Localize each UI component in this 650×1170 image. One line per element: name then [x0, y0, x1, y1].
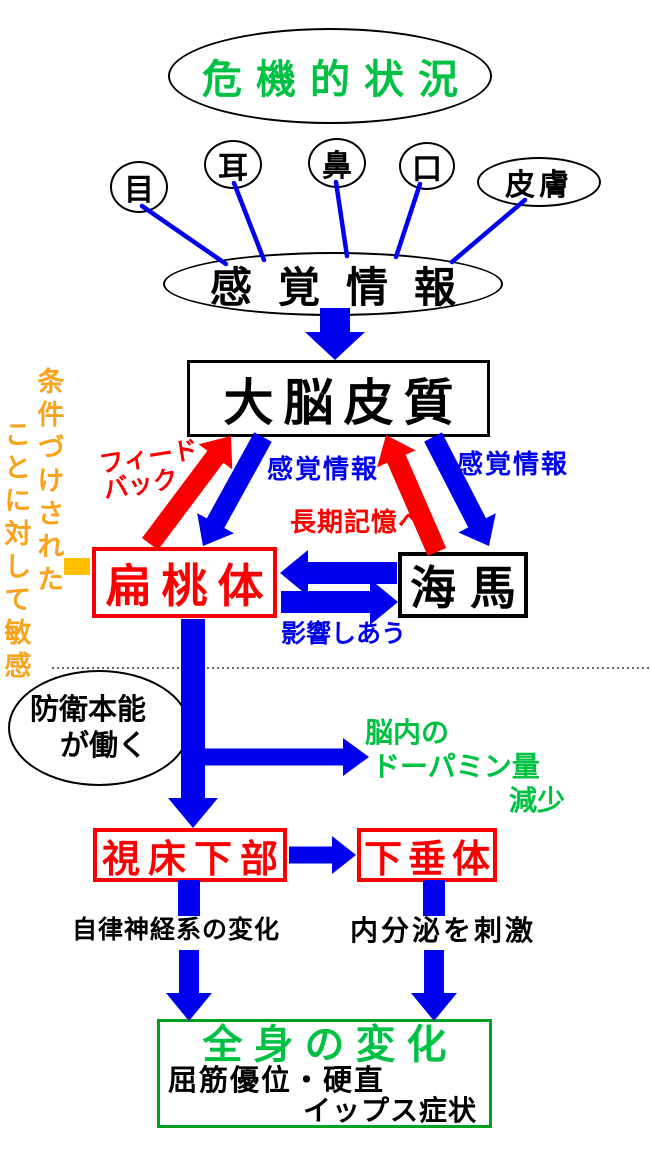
orange-connector [64, 558, 90, 575]
arrow-hippocampus-to-cortex [377, 435, 447, 556]
hypothalamus-box: 視床下部 [93, 828, 287, 882]
long-term-memory-label: 長期記憶へ [290, 507, 426, 537]
line-nose-to-sensory [333, 179, 350, 259]
arrow-autonomic-to-body [166, 950, 212, 1021]
sensory-right-label: 感覚情報 [457, 449, 570, 479]
sense-mouth-label: 口 [412, 153, 442, 186]
sensory-info-label: 感覚情報 [209, 263, 482, 311]
arrow-amygdala-to-hippocampus [281, 579, 398, 625]
pituitary-box: 下垂体 [357, 828, 497, 882]
crisis-ellipse: 危機的状況 [168, 28, 492, 124]
crisis-label: 危機的状況 [202, 58, 472, 102]
sensory-info-ellipse: 感覚情報 [163, 252, 503, 316]
sense-ear-label: 耳 [218, 151, 248, 185]
line-ear-to-sensory [231, 180, 267, 263]
sense-ear-ellipse: 耳 [204, 140, 262, 189]
arrow-cortex-to-amygdala [197, 432, 272, 546]
body-change-title: 全身の変化 [202, 1023, 458, 1067]
sense-skin-label: 皮膚 [505, 169, 573, 202]
sensory-left-label: 感覚情報 [267, 454, 380, 484]
defense-line2: が働く [60, 730, 148, 762]
endocrine-label: 内分泌を刺激 [350, 915, 537, 946]
hippocampus-label: 海馬 [410, 562, 530, 614]
amygdala-box: 扁桃体 [92, 547, 277, 618]
body-change-line1: 屈筋優位・硬直 [168, 1065, 386, 1097]
sense-nose-ellipse: 鼻 [308, 138, 366, 188]
defense-instinct-ellipse: 防衛本能 が働く [8, 670, 190, 786]
sense-eye-label: 目 [124, 174, 154, 207]
autonomic-label: 自律神経系の変化 [72, 916, 281, 944]
body-change-line2: イップス症状 [302, 1095, 477, 1126]
sense-eye-ellipse: 目 [110, 161, 168, 213]
bar-pituitary-down [423, 880, 445, 916]
cortex-label: 大脳皮質 [223, 374, 464, 431]
amygdala-label: 扁桃体 [105, 559, 274, 612]
conditioned-note-line1: 条件づけされた [33, 367, 64, 598]
sense-mouth-ellipse: 口 [399, 142, 455, 190]
pituitary-label: 下垂体 [364, 838, 497, 881]
arrow-hippocampus-to-amygdala [280, 550, 397, 596]
defense-line1: 防衛本能 [30, 694, 147, 726]
hippocampus-box: 海馬 [398, 552, 528, 618]
cortex-box: 大脳皮質 [187, 360, 490, 437]
sense-nose-label: 鼻 [322, 150, 352, 183]
bar-hypothalamus-down [178, 880, 200, 916]
influence-label: 影響しあう [281, 620, 407, 648]
arrow-hypothalamus-to-pituitary [289, 836, 356, 874]
dopamine-note: 脳内の ドーパミン量 減少 [365, 717, 565, 816]
body-change-box: 全身の変化 屈筋優位・硬直 イップス症状 [157, 1019, 492, 1128]
conditioned-note-line2: ことに対して敏感 [0, 420, 31, 684]
sense-skin-ellipse: 皮膚 [477, 157, 601, 207]
arrow-branch-to-dopamine [193, 738, 369, 776]
hypothalamus-label: 視床下部 [102, 838, 287, 881]
feedback-label: フィード バック [97, 435, 201, 505]
line-mouth-to-sensory [393, 181, 423, 260]
arrow-endocrine-to-body [411, 950, 457, 1021]
